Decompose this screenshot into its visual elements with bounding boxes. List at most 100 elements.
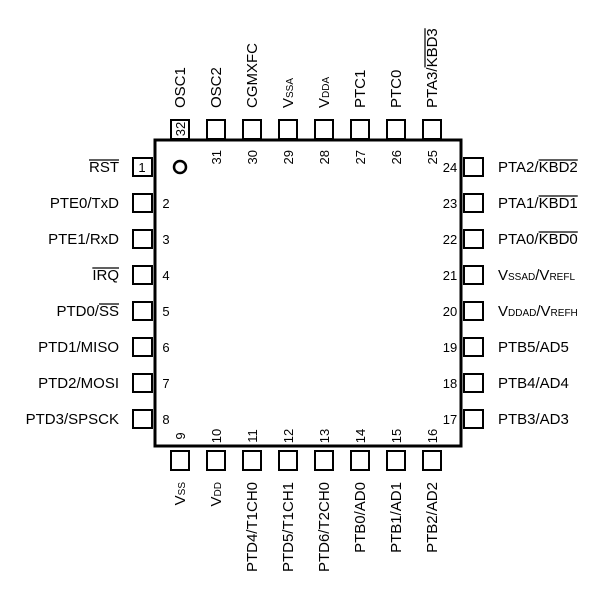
pin-1: 1 RST: [89, 157, 153, 177]
pin-pad: [422, 450, 442, 471]
pin-24: 24 PTA2/KBD2: [443, 157, 578, 177]
pin-number: 16: [425, 429, 440, 443]
chip-body: [153, 138, 463, 448]
pin-number: 13: [317, 429, 332, 443]
pin-pad: [132, 373, 153, 393]
pin-number: 14: [353, 429, 368, 443]
pin-label: PTB3/AD3: [498, 411, 569, 428]
pin-19: 19 PTB5/AD5: [443, 337, 569, 357]
pin-pad: [463, 229, 484, 249]
pin-number: 15: [389, 429, 404, 443]
pin-pad: [132, 409, 153, 429]
pin-30: 30 CGMXFC: [242, 43, 262, 164]
pin-pad: [350, 119, 370, 140]
pin-number: 23: [443, 196, 457, 211]
pin-pad: [278, 119, 298, 140]
pin-pad: [132, 157, 153, 177]
pin-label: PTC1: [352, 70, 369, 108]
pin-number: 5: [162, 304, 169, 319]
pin-label: VDDA: [316, 77, 333, 108]
pin-pad: [170, 450, 190, 471]
pin-number: 21: [443, 268, 457, 283]
pin-label: VSS: [172, 482, 189, 506]
pin-32: 32 OSC1: [170, 67, 190, 140]
pin-label: PTD4/T1CH0: [244, 482, 261, 572]
pin-label: VSSAD/VREFL: [498, 267, 575, 284]
pin-number: 26: [389, 150, 404, 164]
pin-pad: [463, 265, 484, 285]
pin-label: PTD1/MISO: [38, 339, 119, 356]
pin-number: 32: [173, 122, 188, 136]
pin-pad: [463, 337, 484, 357]
pin-pad: [386, 450, 406, 471]
pin-number: 24: [443, 160, 457, 175]
pin-pad: [463, 193, 484, 213]
pin1-marker: [172, 159, 188, 175]
pin-pad: [132, 337, 153, 357]
pin-number: 20: [443, 304, 457, 319]
pin-pad: [350, 450, 370, 471]
pin-label: RST: [89, 159, 119, 176]
pin-label: PTA2/KBD2: [498, 159, 578, 176]
pin-pad: [463, 373, 484, 393]
pin-number: 1: [138, 160, 145, 175]
pin-label: CGMXFC: [244, 43, 261, 108]
pin-20: 20 VDDAD/VREFH: [443, 301, 578, 321]
pin-number: 12: [281, 429, 296, 443]
pin-pad: [206, 119, 226, 140]
pin-pad: [278, 450, 298, 471]
pin-26: 26 PTC0: [386, 70, 406, 164]
pin-number: 6: [162, 340, 169, 355]
pin-number: 25: [425, 150, 440, 164]
pin-number: 30: [245, 150, 260, 164]
pin-pad: [206, 450, 226, 471]
pin-number: 9: [173, 432, 188, 439]
pin-pad: [170, 119, 190, 140]
pin-number: 3: [162, 232, 169, 247]
pin-pad: [463, 409, 484, 429]
pin-pad: [132, 301, 153, 321]
pin-number: 11: [245, 429, 260, 443]
pin-label: PTB5/AD5: [498, 339, 569, 356]
pin-label: VDDAD/VREFH: [498, 303, 578, 320]
pin-label: PTD2/MOSI: [38, 375, 119, 392]
pin-pad: [132, 265, 153, 285]
pin-pad: [242, 450, 262, 471]
pin-pad: [463, 157, 484, 177]
pin-pad: [314, 450, 334, 471]
pin-label: OSC2: [208, 67, 225, 108]
pin-label: PTB4/AD4: [498, 375, 569, 392]
pin-number: 17: [443, 412, 457, 427]
pin-label: OSC1: [172, 67, 189, 108]
pin-pad: [132, 229, 153, 249]
pin-label: PTB2/AD2: [424, 482, 441, 553]
pin-label: PTA1/KBD1: [498, 195, 578, 212]
pin-number: 27: [353, 150, 368, 164]
pin-pad: [422, 119, 442, 140]
pin-pad: [463, 301, 484, 321]
pin-label: VDD: [208, 482, 225, 506]
pin-number: 31: [209, 150, 224, 164]
pin-number: 29: [281, 150, 296, 164]
pin-label: PTE0/TxD: [50, 195, 119, 212]
pin-number: 19: [443, 340, 457, 355]
pin-label: IRQ: [92, 267, 119, 284]
pin-label: PTC0: [388, 70, 405, 108]
pin-6: 6 PTD1/MISO: [38, 337, 170, 357]
